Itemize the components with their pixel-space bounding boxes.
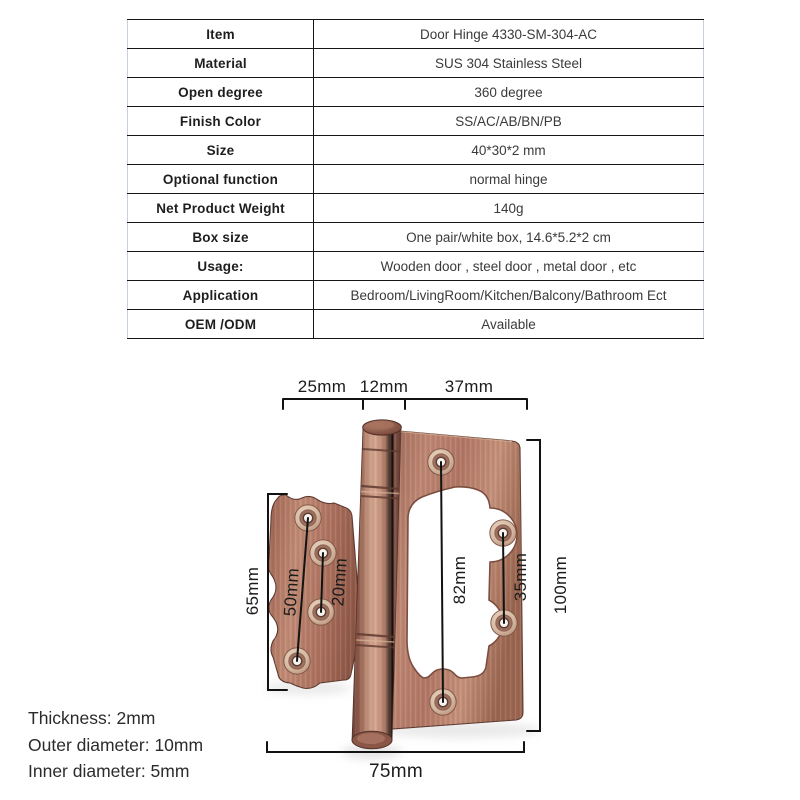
hinge-right-plate bbox=[391, 430, 524, 730]
spec-table: Item Door Hinge 4330-SM-304-AC Material … bbox=[127, 19, 704, 339]
spec-value: 360 degree bbox=[313, 77, 704, 107]
spec-label: Finish Color bbox=[127, 106, 314, 136]
note-outer-diameter: Outer diameter: 10mm bbox=[28, 734, 204, 755]
note-inner-diameter: Inner diameter: 5mm bbox=[28, 761, 190, 781]
spec-value: SS/AC/AB/BN/PB bbox=[313, 106, 704, 136]
spec-label: Application bbox=[127, 280, 314, 310]
hinge-left-wing bbox=[267, 494, 362, 689]
table-row: Net Product Weight 140g bbox=[127, 193, 704, 223]
table-row: Usage: Wooden door , steel door , metal … bbox=[127, 251, 704, 281]
table-row: Open degree 360 degree bbox=[127, 77, 704, 107]
dimension-notes: Thickness: 2mm Outer diameter: 10mm Inne… bbox=[28, 705, 203, 785]
spec-label: Usage: bbox=[127, 251, 314, 281]
right-gap-line bbox=[502, 532, 505, 624]
spec-value: Door Hinge 4330-SM-304-AC bbox=[313, 19, 704, 49]
left-span-line bbox=[296, 517, 309, 662]
right-span-line bbox=[440, 461, 444, 703]
table-row: Finish Color SS/AC/AB/BN/PB bbox=[127, 106, 704, 136]
right-height-bracket bbox=[526, 439, 541, 732]
spec-label: Box size bbox=[127, 222, 314, 252]
dim-right-height: 100mm bbox=[551, 556, 570, 614]
spec-value: Bedroom/LivingRoom/Kitchen/Balcony/Bathr… bbox=[313, 280, 704, 310]
table-row: Optional function normal hinge bbox=[127, 164, 704, 194]
table-row: OEM /ODM Available bbox=[127, 309, 704, 339]
hinge-barrel bbox=[351, 419, 402, 750]
spec-label: Net Product Weight bbox=[127, 193, 314, 223]
spec-value: Available bbox=[313, 309, 704, 339]
dim-left-gap: 20mm bbox=[328, 557, 350, 607]
bottom-width-bracket bbox=[266, 741, 525, 753]
spec-label: Item bbox=[127, 19, 314, 49]
dim-right-gap: 35mm bbox=[511, 553, 530, 601]
spec-value: One pair/white box, 14.6*5.2*2 cm bbox=[313, 222, 704, 252]
table-row: Size 40*30*2 mm bbox=[127, 135, 704, 165]
dimension-labels: 25mm 12mm 37mm 65mm 50mm 20mm 82mm 35mm … bbox=[243, 377, 570, 782]
dim-left-height: 65mm bbox=[243, 567, 262, 615]
dim-top-barrel: 12mm bbox=[360, 377, 408, 396]
note-thickness: Thickness: 2mm bbox=[28, 708, 156, 728]
left-height-bracket bbox=[267, 493, 288, 691]
spec-value: 40*30*2 mm bbox=[313, 135, 704, 165]
spec-value: SUS 304 Stainless Steel bbox=[313, 48, 704, 78]
table-row: Application Bedroom/LivingRoom/Kitchen/B… bbox=[127, 280, 704, 310]
spec-value: 140g bbox=[313, 193, 704, 223]
table-row: Item Door Hinge 4330-SM-304-AC bbox=[127, 19, 704, 49]
top-dimension-line bbox=[282, 398, 528, 410]
spec-label: Size bbox=[127, 135, 314, 165]
spec-value: normal hinge bbox=[313, 164, 704, 194]
spec-label: OEM /ODM bbox=[127, 309, 314, 339]
dimension-lines bbox=[266, 398, 541, 753]
left-gap-line bbox=[320, 552, 324, 613]
dim-bottom-width: 75mm bbox=[369, 761, 423, 782]
dim-top-left: 25mm bbox=[298, 377, 346, 396]
dim-right-span: 82mm bbox=[450, 556, 469, 604]
spec-label: Material bbox=[127, 48, 314, 78]
dim-left-span: 50mm bbox=[280, 567, 302, 617]
table-row: Material SUS 304 Stainless Steel bbox=[127, 48, 704, 78]
table-row: Box size One pair/white box, 14.6*5.2*2 … bbox=[127, 222, 704, 252]
dim-top-right: 37mm bbox=[445, 377, 493, 396]
spec-label: Optional function bbox=[127, 164, 314, 194]
spec-value: Wooden door , steel door , metal door , … bbox=[313, 251, 704, 281]
spec-label: Open degree bbox=[127, 77, 314, 107]
